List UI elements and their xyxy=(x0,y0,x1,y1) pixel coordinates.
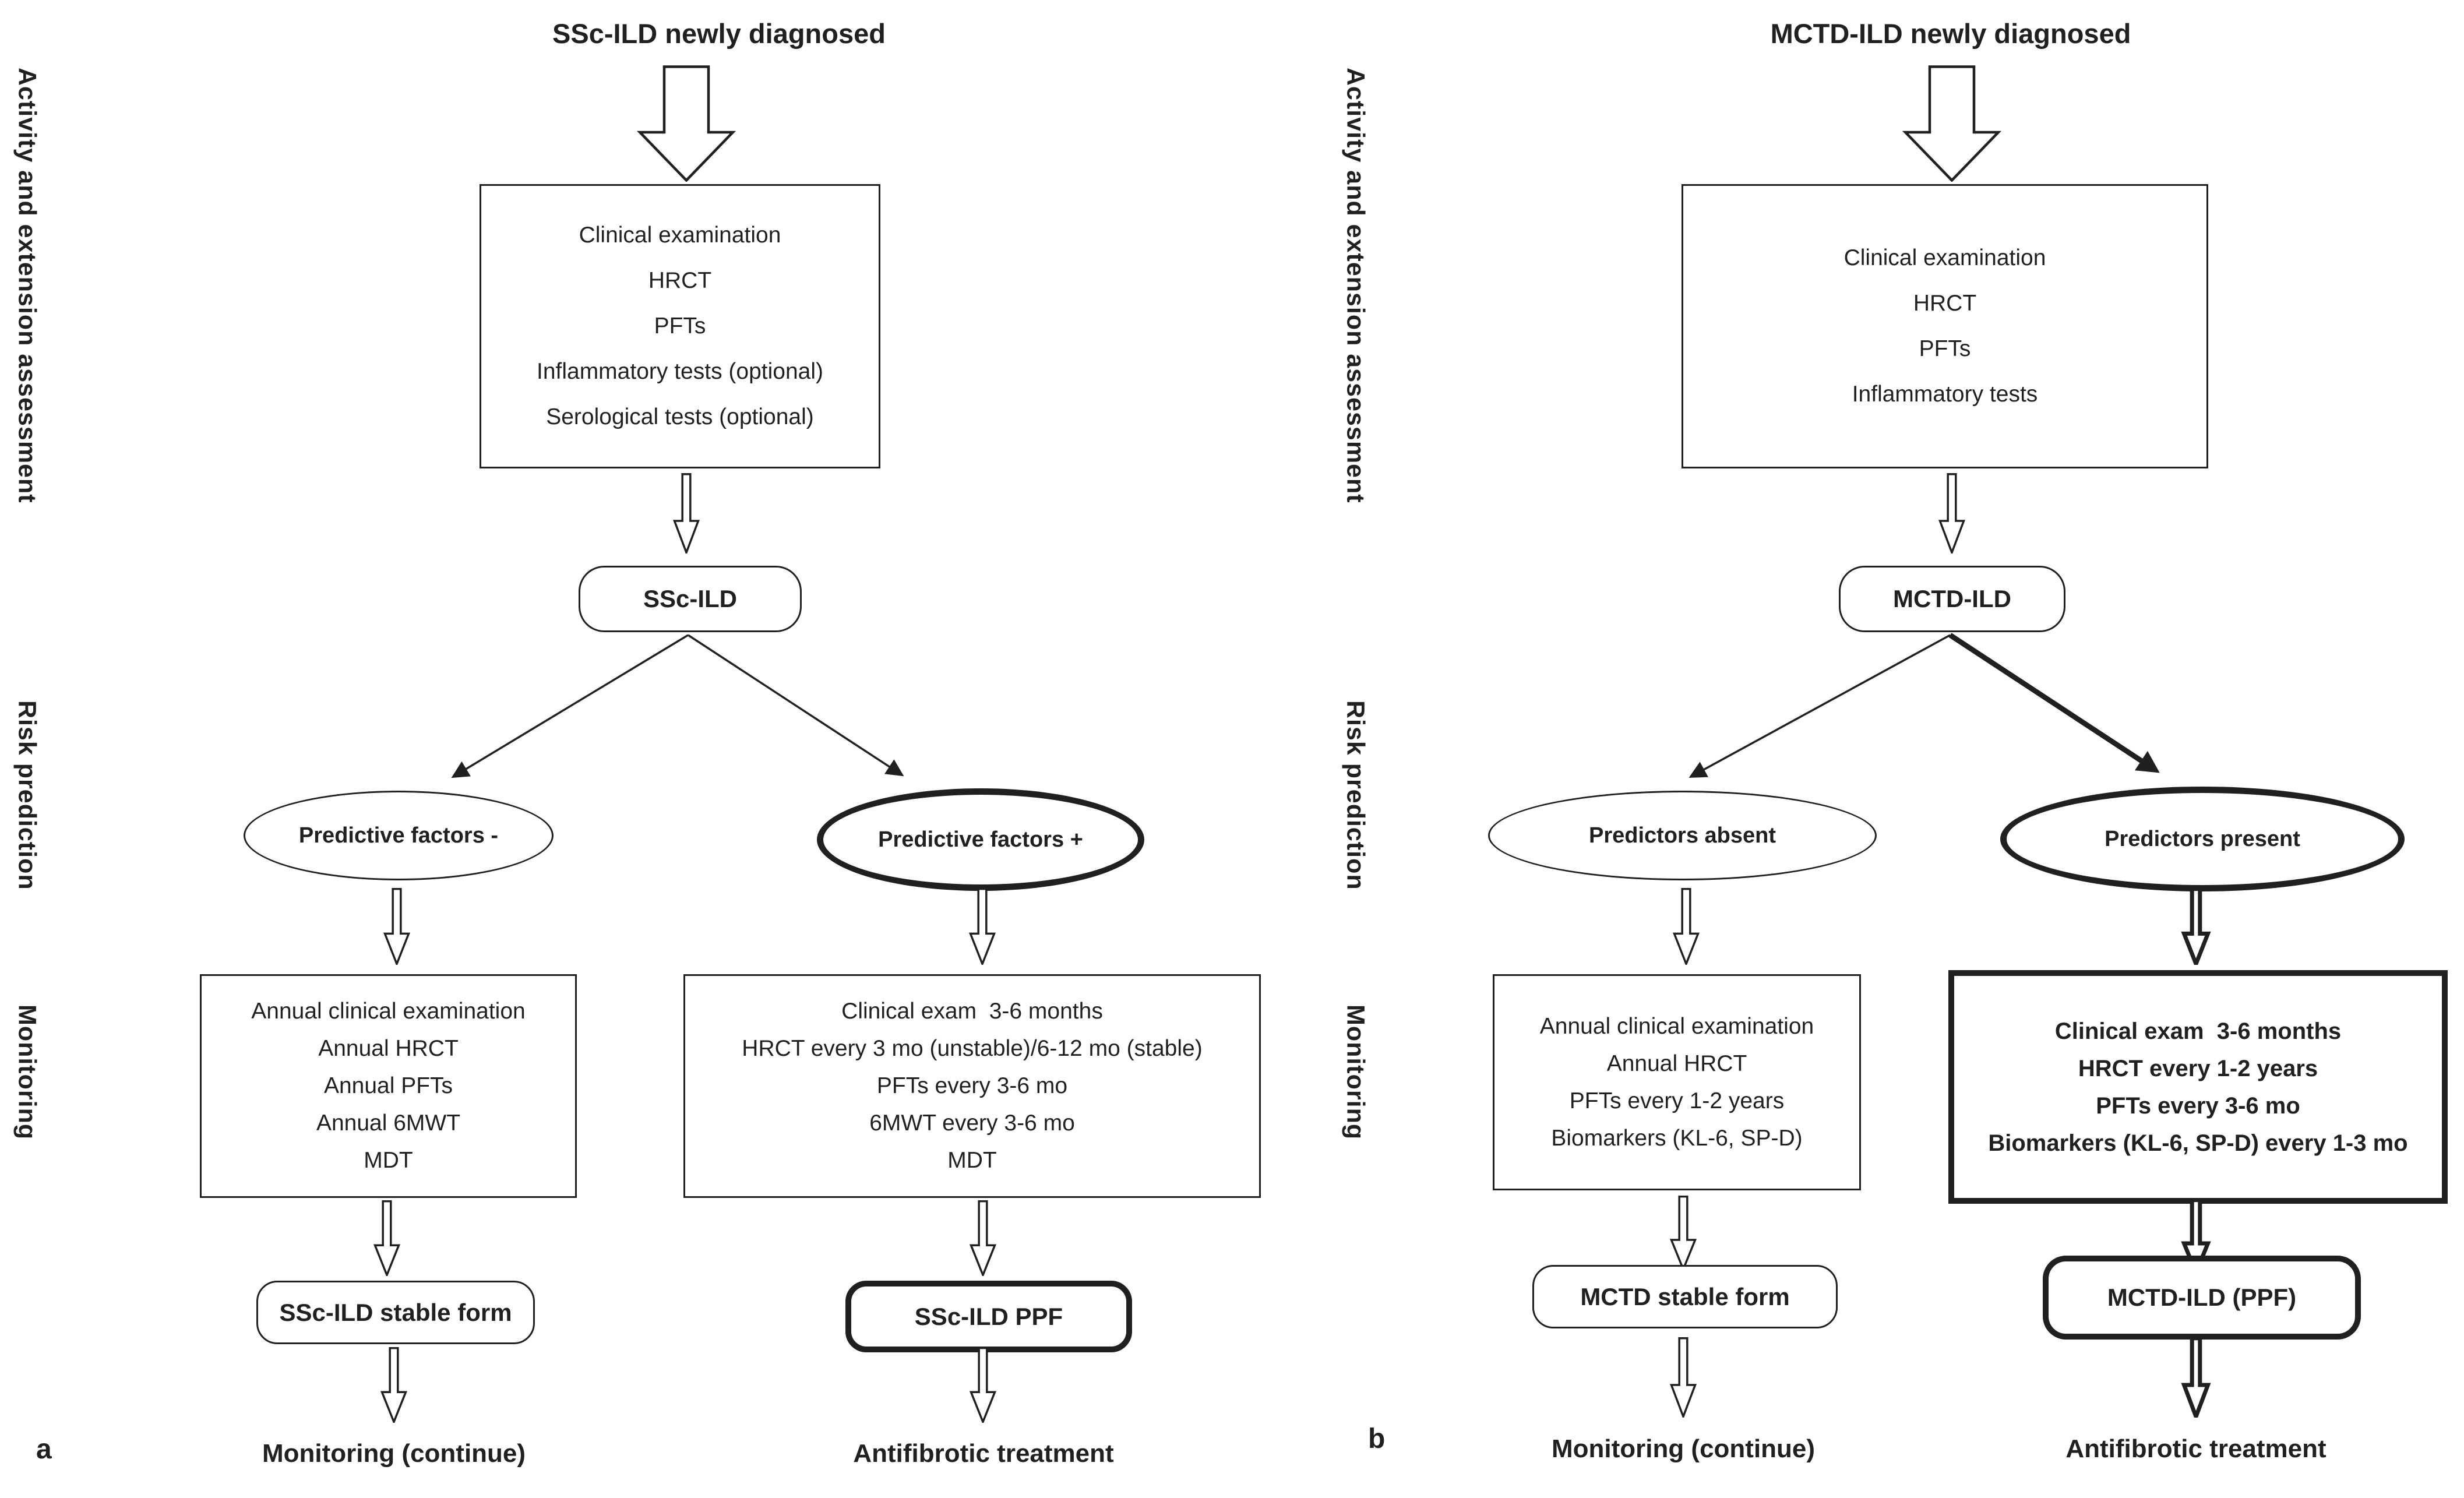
branch-line-a-positive xyxy=(688,634,904,777)
box-line: Annual HRCT xyxy=(1606,1051,1747,1076)
box-line: PFTs xyxy=(1919,336,1971,361)
box-line: Clinical examination xyxy=(1843,245,2046,270)
outcome-node-b-ppf: MCTD-ILD (PPF) xyxy=(2043,1256,2361,1340)
panel-b-title: MCTD-ILD newly diagnosed xyxy=(1770,18,2131,49)
predictor-positive-ellipse-b: Predictors present xyxy=(2000,787,2405,891)
panel-letter-b: b xyxy=(1368,1423,1386,1454)
down-arrow-icon xyxy=(964,888,1000,965)
down-arrow-icon xyxy=(631,65,742,182)
box-line: 6MWT every 3-6 mo xyxy=(869,1111,1075,1136)
box-line: PFTs every 3-6 mo xyxy=(2096,1092,2300,1119)
predictor-negative-ellipse-b: Predictors absent xyxy=(1488,791,1877,880)
predictor-negative-ellipse-a: Predictive factors - xyxy=(244,791,554,880)
box-line: Clinical exam 3-6 months xyxy=(2054,1018,2342,1044)
box-line: Annual 6MWT xyxy=(316,1111,461,1136)
panel-letter-a: a xyxy=(36,1434,52,1465)
action-label-a-monitoring: Monitoring (continue) xyxy=(262,1439,526,1468)
action-label-b-antifibrotic: Antifibrotic treatment xyxy=(2065,1434,2326,1463)
box-line: Annual clinical examination xyxy=(251,999,526,1024)
box-line: PFTs xyxy=(654,313,706,339)
down-arrow-icon xyxy=(379,888,415,965)
box-line: MDT xyxy=(947,1148,997,1173)
down-arrow-icon xyxy=(376,1347,412,1423)
predictor-positive-ellipse-a: Predictive factors + xyxy=(817,788,1144,891)
box-line: HRCT xyxy=(1913,291,1977,316)
down-arrow-icon xyxy=(1668,888,1704,965)
box-line: Annual PFTs xyxy=(323,1073,453,1098)
outcome-node-a-ppf: SSc-ILD PPF xyxy=(845,1281,1132,1352)
down-arrow-icon xyxy=(369,1200,405,1276)
branch-line-a-negative xyxy=(451,634,689,778)
down-arrow-icon xyxy=(1665,1337,1701,1418)
box-line: HRCT every 1-2 years xyxy=(2078,1055,2318,1081)
action-label-b-monitoring: Monitoring (continue) xyxy=(1551,1434,1816,1463)
branch-line-b-negative xyxy=(1689,634,1951,778)
diagnosis-node-b: MCTD-ILD xyxy=(1839,566,2065,632)
box-line: Clinical examination xyxy=(579,223,781,248)
box-line: PFTs every 3-6 mo xyxy=(876,1073,1068,1098)
box-line: Annual clinical examination xyxy=(1539,1013,1814,1039)
down-arrow-icon xyxy=(965,1200,1001,1276)
side-label-assessment-b: Activity and extension assessment xyxy=(1341,68,1370,503)
outcome-node-a-stable: SSc-ILD stable form xyxy=(256,1281,535,1344)
side-label-monitoring-a: Monitoring xyxy=(13,1004,41,1140)
diagnosis-node-a: SSc-ILD xyxy=(579,566,802,632)
side-label-monitoring-b: Monitoring xyxy=(1341,1004,1370,1140)
box-line: HRCT xyxy=(648,268,712,293)
box-line: MDT xyxy=(364,1148,413,1173)
down-arrow-icon xyxy=(1897,65,2007,182)
outcome-node-b-stable: MCTD stable form xyxy=(1532,1265,1838,1328)
box-line: Serological tests (optional) xyxy=(546,404,814,429)
box-line: Inflammatory tests (optional) xyxy=(536,359,823,384)
down-arrow-icon xyxy=(668,473,704,554)
side-label-assessment-a: Activity and extension assessment xyxy=(13,68,41,503)
box-line: HRCT every 3 mo (unstable)/6-12 mo (stab… xyxy=(742,1036,1203,1061)
down-arrow-icon xyxy=(2178,1337,2214,1418)
down-arrow-icon xyxy=(1934,473,1970,554)
box-line: Clinical exam 3-6 months xyxy=(841,999,1103,1024)
down-arrow-icon xyxy=(965,1347,1001,1423)
branch-line-b-positive xyxy=(1948,633,2160,773)
side-label-risk-a: Risk prediction xyxy=(13,700,41,890)
panel-a-title: SSc-ILD newly diagnosed xyxy=(552,18,886,49)
side-label-risk-b: Risk prediction xyxy=(1341,700,1370,890)
box-line: Biomarkers (KL-6, SP-D) xyxy=(1551,1125,1803,1151)
box-line: Inflammatory tests xyxy=(1852,382,2038,407)
box-line: Biomarkers (KL-6, SP-D) every 1-3 mo xyxy=(1988,1130,2408,1156)
down-arrow-icon xyxy=(1665,1196,1701,1270)
action-label-a-antifibrotic: Antifibrotic treatment xyxy=(853,1439,1114,1468)
box-line: PFTs every 1-2 years xyxy=(1569,1088,1785,1113)
down-arrow-icon xyxy=(2178,888,2214,965)
box-line: Annual HRCT xyxy=(318,1036,459,1061)
